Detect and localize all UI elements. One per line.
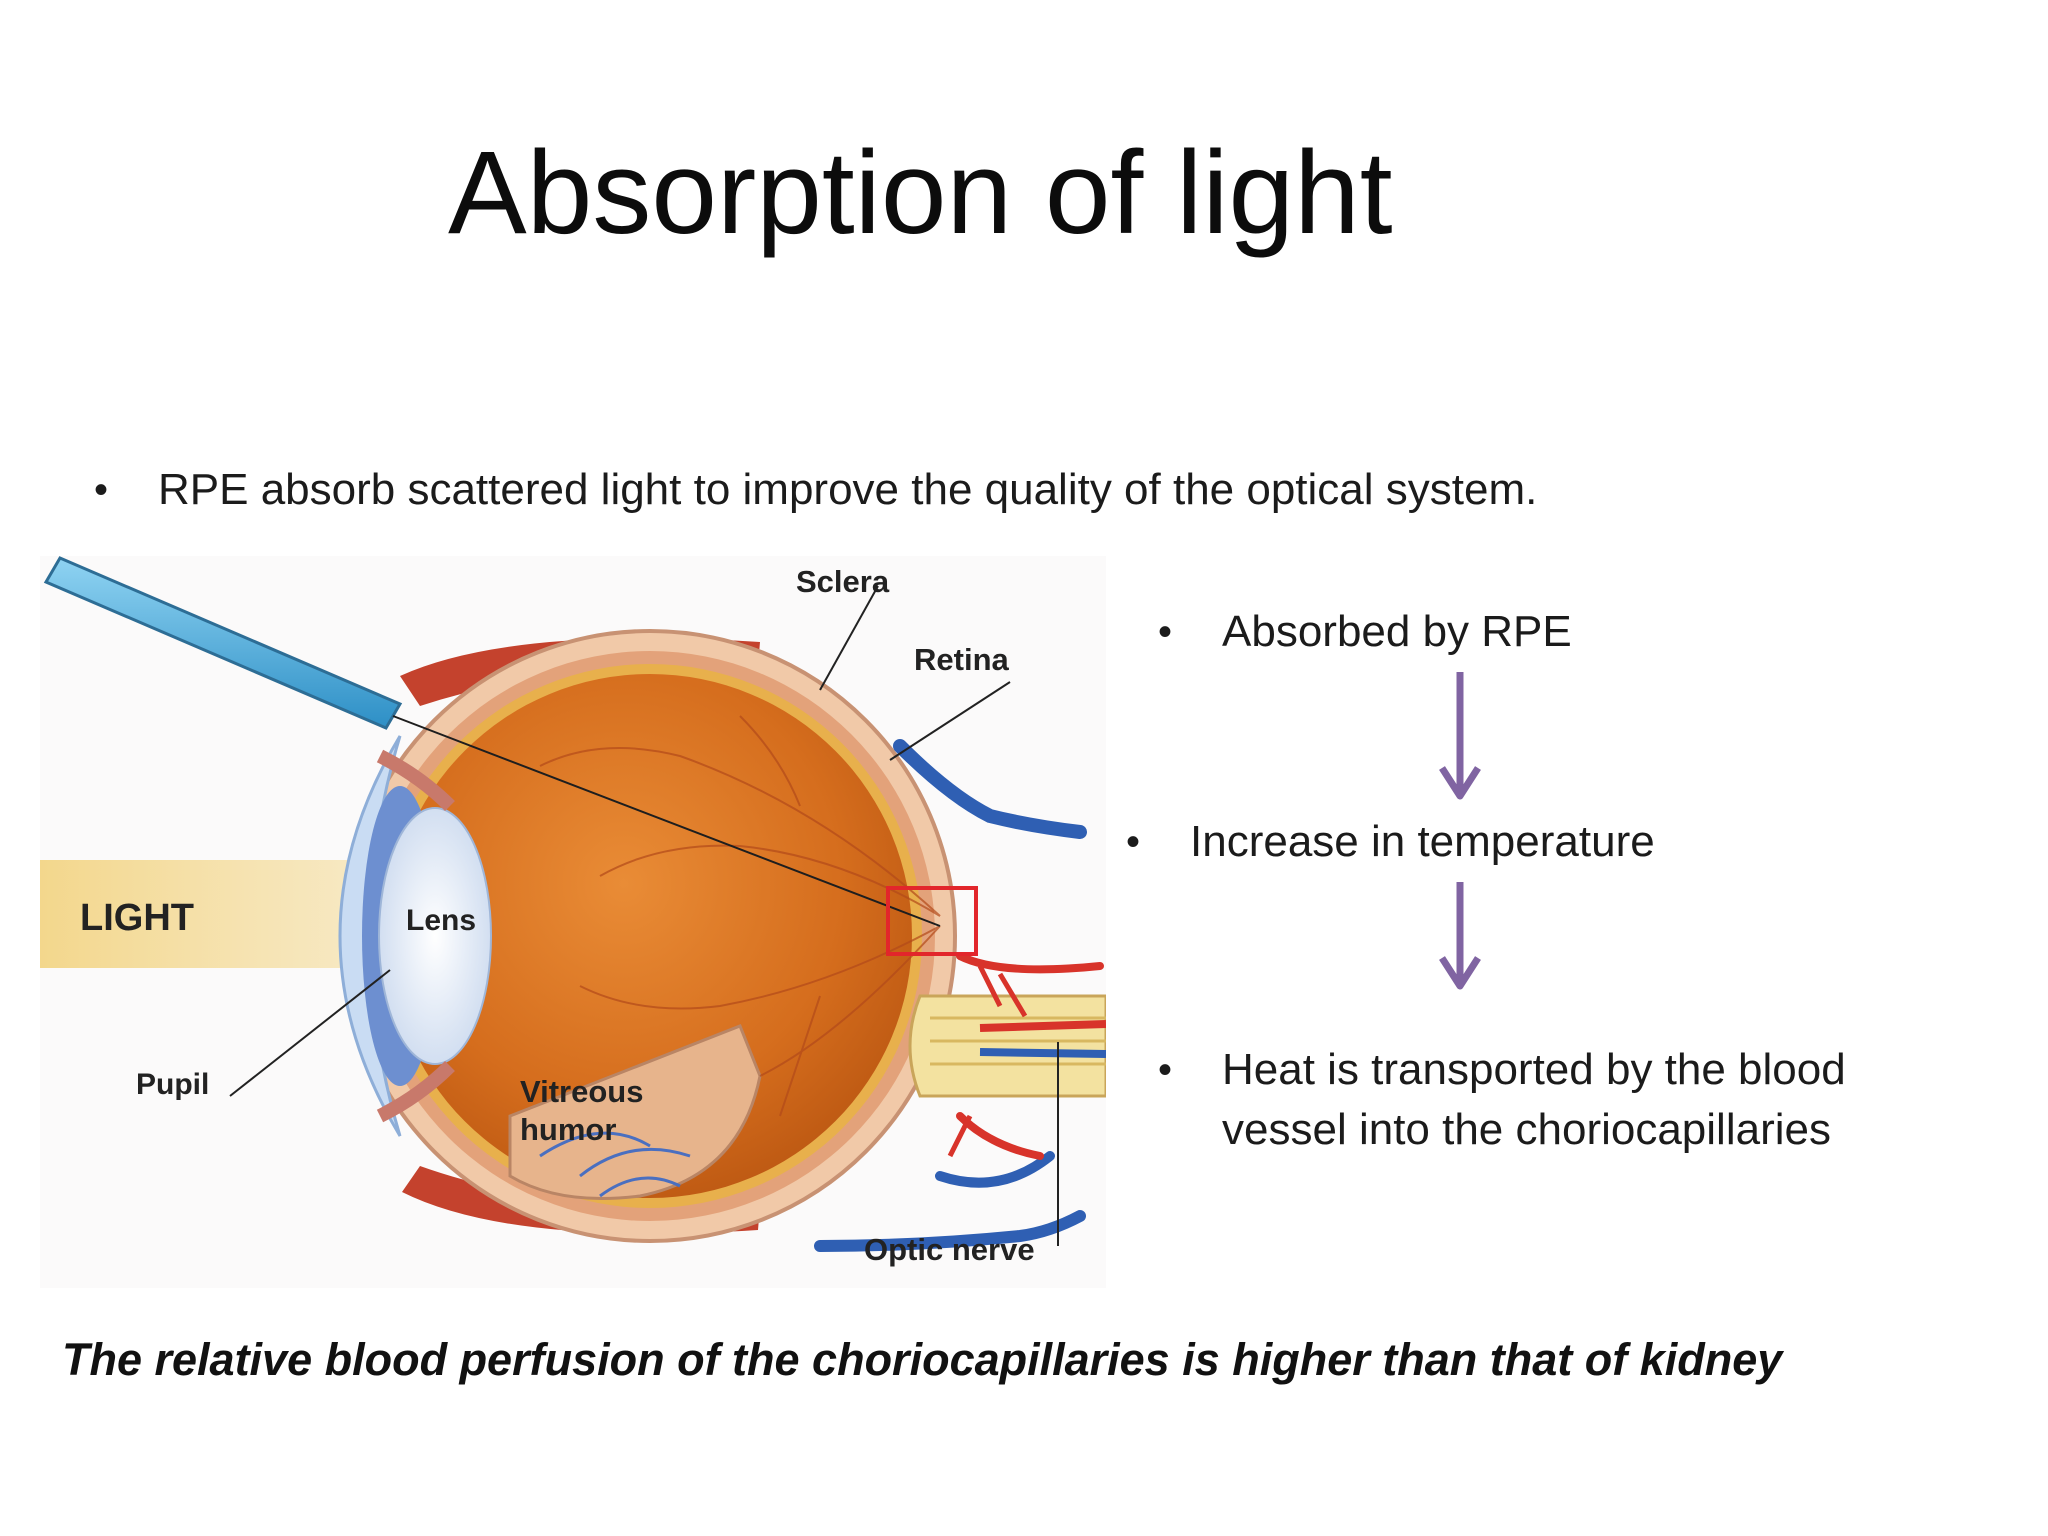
optic-nerve-stripes [930, 1016, 1106, 1066]
artery-branch [947, 964, 1028, 1158]
flow-step-text: Absorbed by RPE [1222, 607, 1572, 656]
artery-lower [956, 1112, 1044, 1160]
artery-upper [956, 952, 1104, 974]
ciliary-body [376, 749, 455, 1123]
flow-step-temperature: • Increase in temperature [1126, 812, 1890, 872]
label-light: LIGHT [80, 897, 194, 939]
optic-nerve [908, 994, 1108, 1098]
flow-step-text: Increase in temperature [1190, 817, 1655, 866]
vitreous-chamber [388, 674, 912, 1198]
laser-probe [43, 556, 941, 927]
eye-anatomy-diagram: Sclera Retina LIGHT Lens Pupil Vitreous … [40, 556, 1108, 1288]
label-pupil: Pupil [136, 1068, 209, 1101]
bullet-rpe-absorb: • RPE absorb scattered light to improve … [94, 460, 1778, 520]
slide-title: Absorption of light [448, 127, 1393, 259]
label-lens: Lens [406, 904, 476, 937]
down-arrow-icon [1439, 672, 1481, 800]
vein-lower [814, 1210, 1086, 1252]
label-vitreous: Vitreous [520, 1074, 643, 1109]
flow-step-absorbed: • Absorbed by RPE [1158, 602, 1922, 662]
flow-step-text: Heat is transported by the blood vessel … [1222, 1045, 1846, 1154]
vein-lower-2 [935, 1151, 1055, 1188]
flow-step-heat-transport: • Heat is transported by the blood vesse… [1158, 1040, 1942, 1160]
label-retina: Retina [914, 642, 1010, 677]
vein-upper [893, 739, 1087, 839]
label-humor: humor [520, 1112, 616, 1147]
bullet-dot: • [1158, 610, 1173, 654]
bullet-dot: • [1126, 820, 1141, 864]
optic-artery [979, 1020, 1107, 1032]
lens [378, 807, 492, 1065]
bullet-dot: • [94, 468, 109, 512]
label-optic-nerve: Optic nerve [864, 1232, 1035, 1267]
bullet-dot: • [1158, 1048, 1173, 1092]
cutaway-vessels [539, 1131, 691, 1198]
highlight-box [886, 886, 978, 956]
conclusion-note: The relative blood perfusion of the chor… [62, 1334, 1783, 1385]
eye-diagram-svg: Sclera Retina LIGHT Lens Pupil Vitreous … [40, 556, 1108, 1267]
optic-vein [979, 1048, 1107, 1058]
down-arrow-icon [1439, 882, 1481, 990]
label-sclera: Sclera [796, 564, 890, 599]
cutaway-wedge [508, 1024, 762, 1200]
bullet-text: RPE absorb scattered light to improve th… [158, 465, 1538, 514]
retinal-vessels [539, 715, 941, 1117]
